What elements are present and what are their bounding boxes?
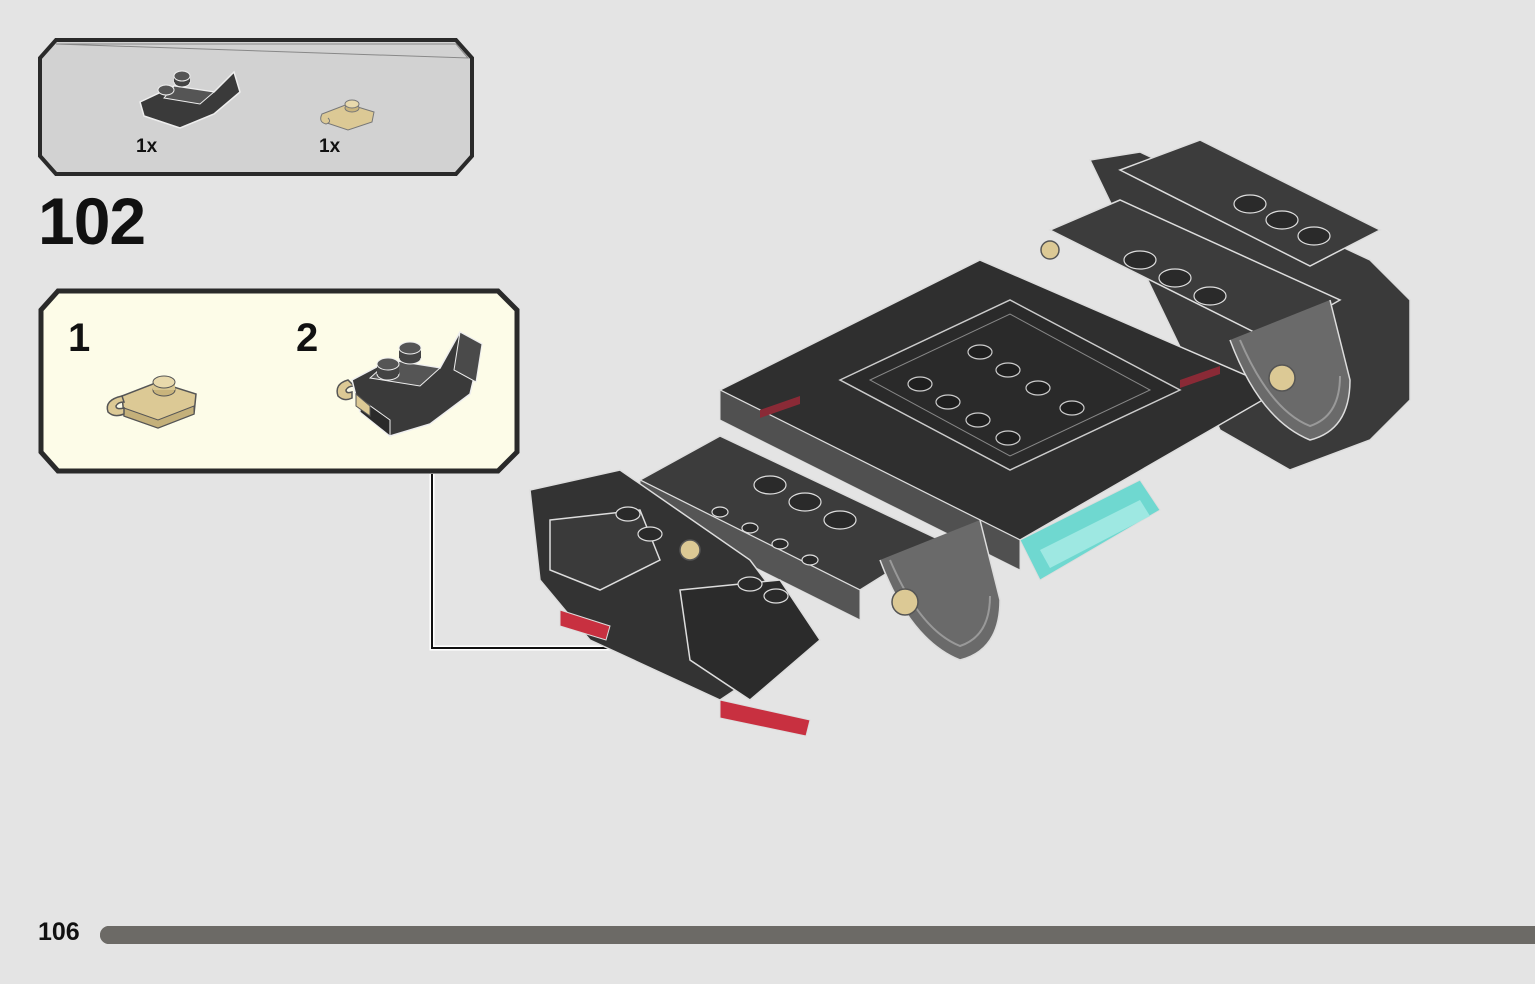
- substep-number: 1: [68, 316, 91, 360]
- dark-curved-slope-part-icon: [139, 70, 241, 129]
- part-count: 1x: [136, 136, 158, 157]
- parts-list-frame: [38, 38, 474, 176]
- progress-bar: [100, 926, 1535, 944]
- step-number: 102: [38, 184, 146, 258]
- tan-clip-plate-icon: [106, 375, 197, 429]
- substep-number: 2: [296, 316, 319, 360]
- progress-bar-fill: [100, 926, 1535, 944]
- chassis-body: [529, 140, 1411, 737]
- part-count: 1x: [319, 136, 341, 157]
- page-number: 106: [38, 918, 80, 946]
- sub-assembly-box: 1 2: [38, 288, 520, 474]
- assembled-slope-with-clip-icon: [336, 330, 483, 438]
- tan-clip-plate-part-icon: [320, 99, 375, 131]
- car-chassis-illustration: [429, 140, 1411, 737]
- parts-list-box: 1x 1x: [38, 38, 474, 176]
